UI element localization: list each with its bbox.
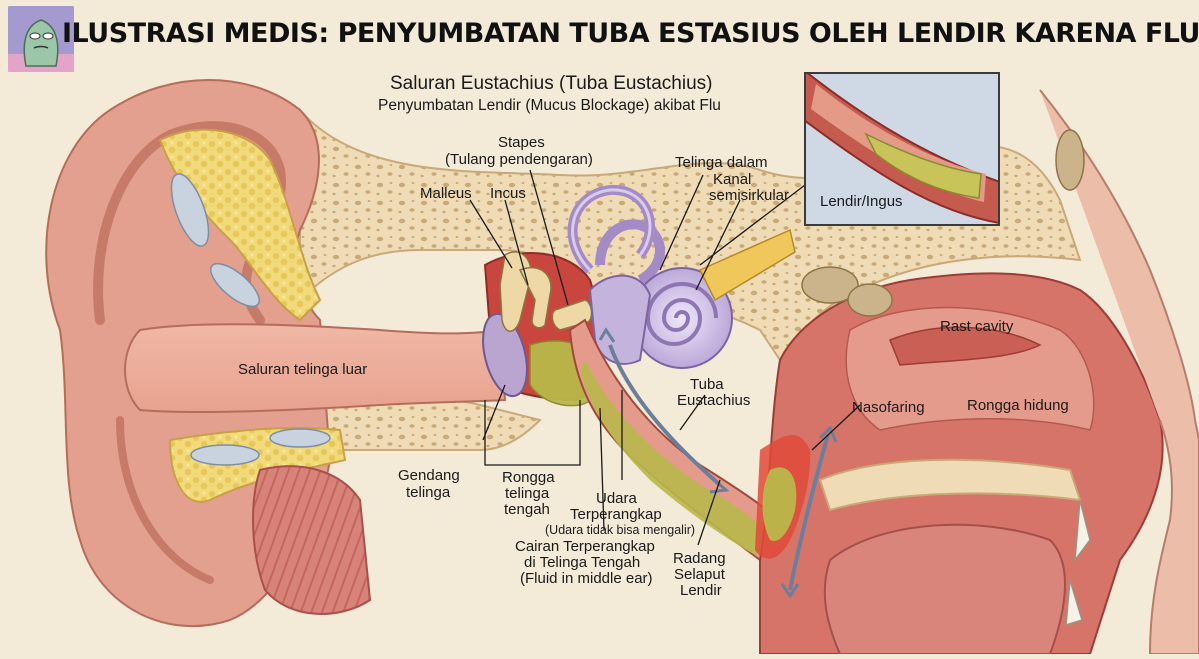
label-stapes-sub: (Tulang pendengaran)	[445, 151, 593, 168]
label-inflammation-2: Selaput	[674, 566, 725, 583]
nasal-concha	[889, 326, 1042, 366]
inset-label: Lendir/Ingus	[820, 193, 903, 210]
sinus	[1055, 129, 1085, 191]
label-trapped-air-2: Terperangkap	[570, 506, 662, 523]
page-title: ILUSTRASI MEDIS: PENYUMBATAN TUBA ESTASI…	[62, 18, 1199, 49]
label-nasopharynx: Nasofaring	[852, 399, 925, 416]
label-middle-ear-2: telinga	[505, 485, 550, 502]
airflow-arrow	[598, 327, 730, 494]
label-incus: Incus	[490, 185, 526, 202]
cartilage-plate	[210, 262, 260, 308]
jaw-muscle	[252, 465, 372, 615]
label-trapped-air-note: (Udara tidak bisa mengalir)	[545, 523, 696, 537]
label-canal: Kanal	[713, 171, 752, 188]
label-trapped-fluid-note: (Fluid in middle ear)	[520, 570, 653, 587]
nasopharynx-mucus	[762, 467, 797, 541]
label-stapes: Stapes	[498, 134, 545, 151]
label-tuba: Tuba	[690, 376, 724, 393]
sinus	[801, 266, 859, 304]
label-eardrum: Gendang	[398, 467, 460, 484]
label-inner-ear: Telinga dalam	[675, 154, 768, 171]
cartilage-plate	[269, 428, 331, 448]
label-malleus: Malleus	[420, 185, 472, 202]
tongue	[823, 523, 1066, 655]
tooth	[1074, 499, 1091, 563]
label-canal-sub: semisirkular	[709, 187, 790, 204]
label-trapped-fluid: Cairan Terperangkap	[515, 538, 655, 555]
sinus	[847, 283, 893, 317]
header-line-1: Saluran Eustachius (Tuba Eustachius)	[390, 73, 713, 94]
tooth	[1065, 579, 1083, 627]
label-nasal-cavity: Rongga hidung	[967, 397, 1069, 414]
leader-lines	[469, 169, 861, 546]
label-inflammation-3: Lendir	[680, 582, 722, 599]
ear-canal	[124, 323, 507, 414]
cartilage-plate	[190, 444, 260, 466]
label-nasal-cavity-en: Rast cavity	[940, 318, 1014, 335]
label-trapped-air: Udara	[596, 490, 637, 507]
label-eustachius: Eustachius	[677, 392, 751, 409]
face-profile	[1039, 89, 1199, 655]
label-middle-ear-1: Rongga	[502, 469, 555, 486]
label-trapped-fluid-2: di Telinga Tengah	[524, 554, 641, 571]
label-middle-ear-3: tengah	[504, 501, 550, 518]
cartilage-plate	[170, 173, 210, 247]
pressure-arrow	[780, 425, 838, 599]
auricle-shadow	[116, 416, 214, 584]
header-line-2: Penyumbatan Lendir (Mucus Blockage) akib…	[378, 97, 721, 114]
cochlea	[631, 267, 733, 369]
palate	[818, 458, 1082, 512]
label-outer-ear-canal: Saluran telinga luar	[238, 361, 368, 378]
mucus-inset-drawing	[806, 74, 998, 224]
eustachian-mucus	[580, 360, 770, 555]
label-inflammation-1: Radang	[673, 550, 726, 567]
logo	[8, 6, 74, 72]
label-eardrum-sub: telinga	[406, 484, 451, 501]
auditory-nerve	[698, 228, 796, 302]
eardrum	[482, 312, 528, 398]
mucus-inset: Lendir/Ingus	[804, 72, 1000, 226]
logo-mascot-icon	[8, 6, 74, 72]
